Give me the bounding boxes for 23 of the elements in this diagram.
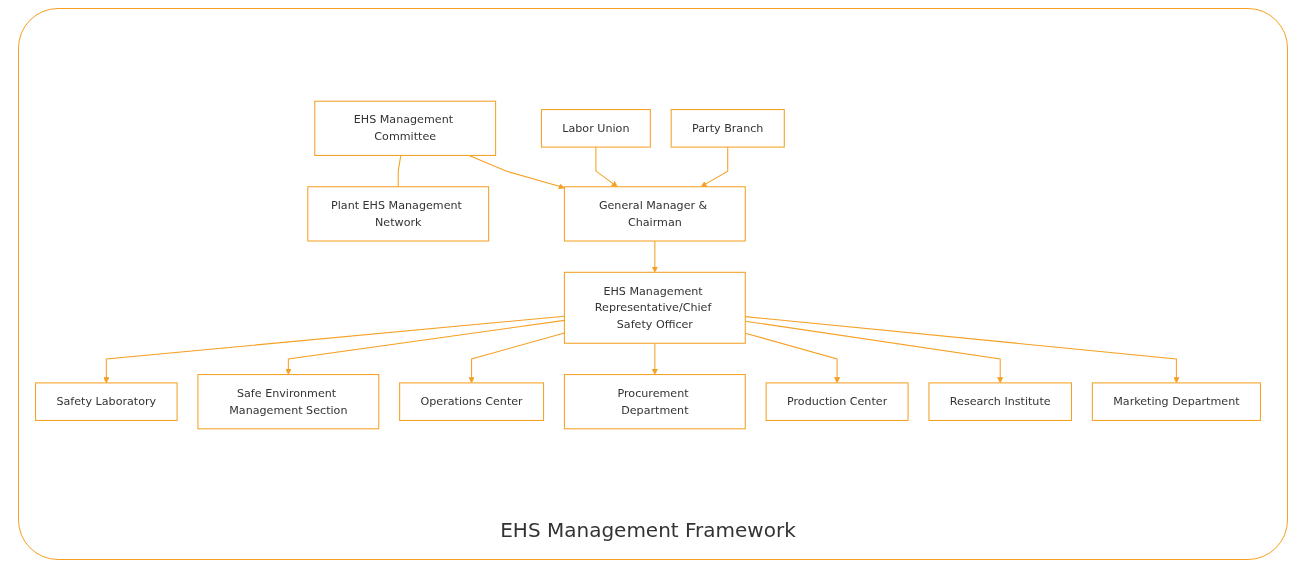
- node-box: Labor Union: [540, 109, 651, 148]
- caption: EHS Management Framework: [500, 518, 796, 542]
- node-box: Plant EHS Management Network: [307, 186, 490, 242]
- arrow: [285, 319, 565, 375]
- connector: [397, 154, 402, 188]
- node-box: Production Center: [765, 382, 909, 421]
- node-box: Safe Environment Management Section: [197, 374, 380, 430]
- node-box: EHS Management Representative/Chief Safety Officer: [563, 271, 746, 344]
- node-box: EHS Management Committee: [314, 100, 497, 156]
- arrow: [595, 146, 618, 188]
- arrow: [651, 240, 658, 273]
- node-box: Research Institute: [928, 382, 1072, 421]
- arrow: [651, 342, 658, 375]
- arrow: [468, 154, 565, 190]
- node-box: Safety Laboratory: [35, 382, 178, 421]
- node-box: Operations Center: [399, 382, 545, 421]
- arrow: [468, 332, 565, 384]
- node-box: Procurement Department: [563, 374, 746, 430]
- arrow: [103, 315, 565, 384]
- node-box: Party Branch: [670, 109, 785, 148]
- arrow: [700, 146, 729, 188]
- node-box: Marketing Department: [1091, 382, 1261, 421]
- node-box: General Manager & Chairman: [563, 186, 746, 242]
